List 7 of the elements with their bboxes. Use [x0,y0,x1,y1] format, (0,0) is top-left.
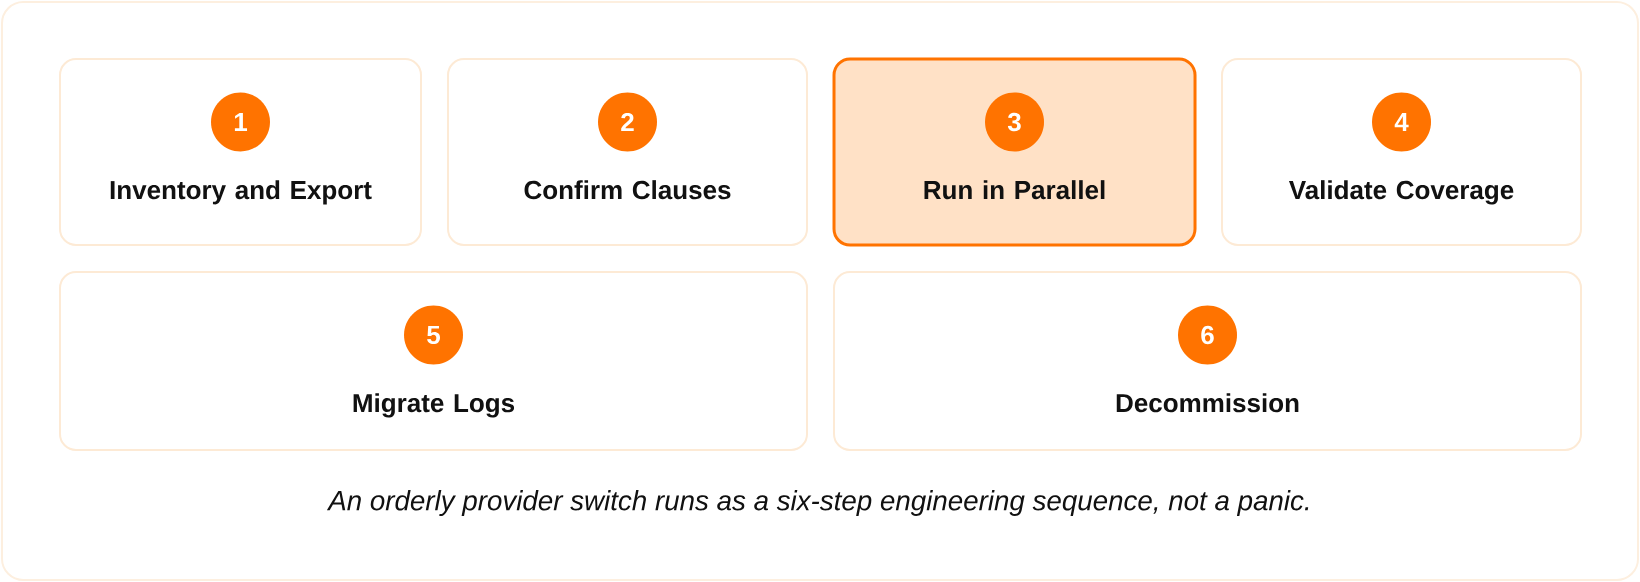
step-number-badge: 3 [985,92,1044,152]
step-number-badge: 6 [1178,305,1237,365]
step-number-badge: 4 [1372,92,1431,152]
step-number-badge: 2 [598,92,657,152]
step-number-badge: 5 [404,305,463,365]
step-number-badge: 1 [211,92,270,152]
caption: An orderly provider switch runs as a six-step engineering sequence, not a panic. [326,490,1309,516]
